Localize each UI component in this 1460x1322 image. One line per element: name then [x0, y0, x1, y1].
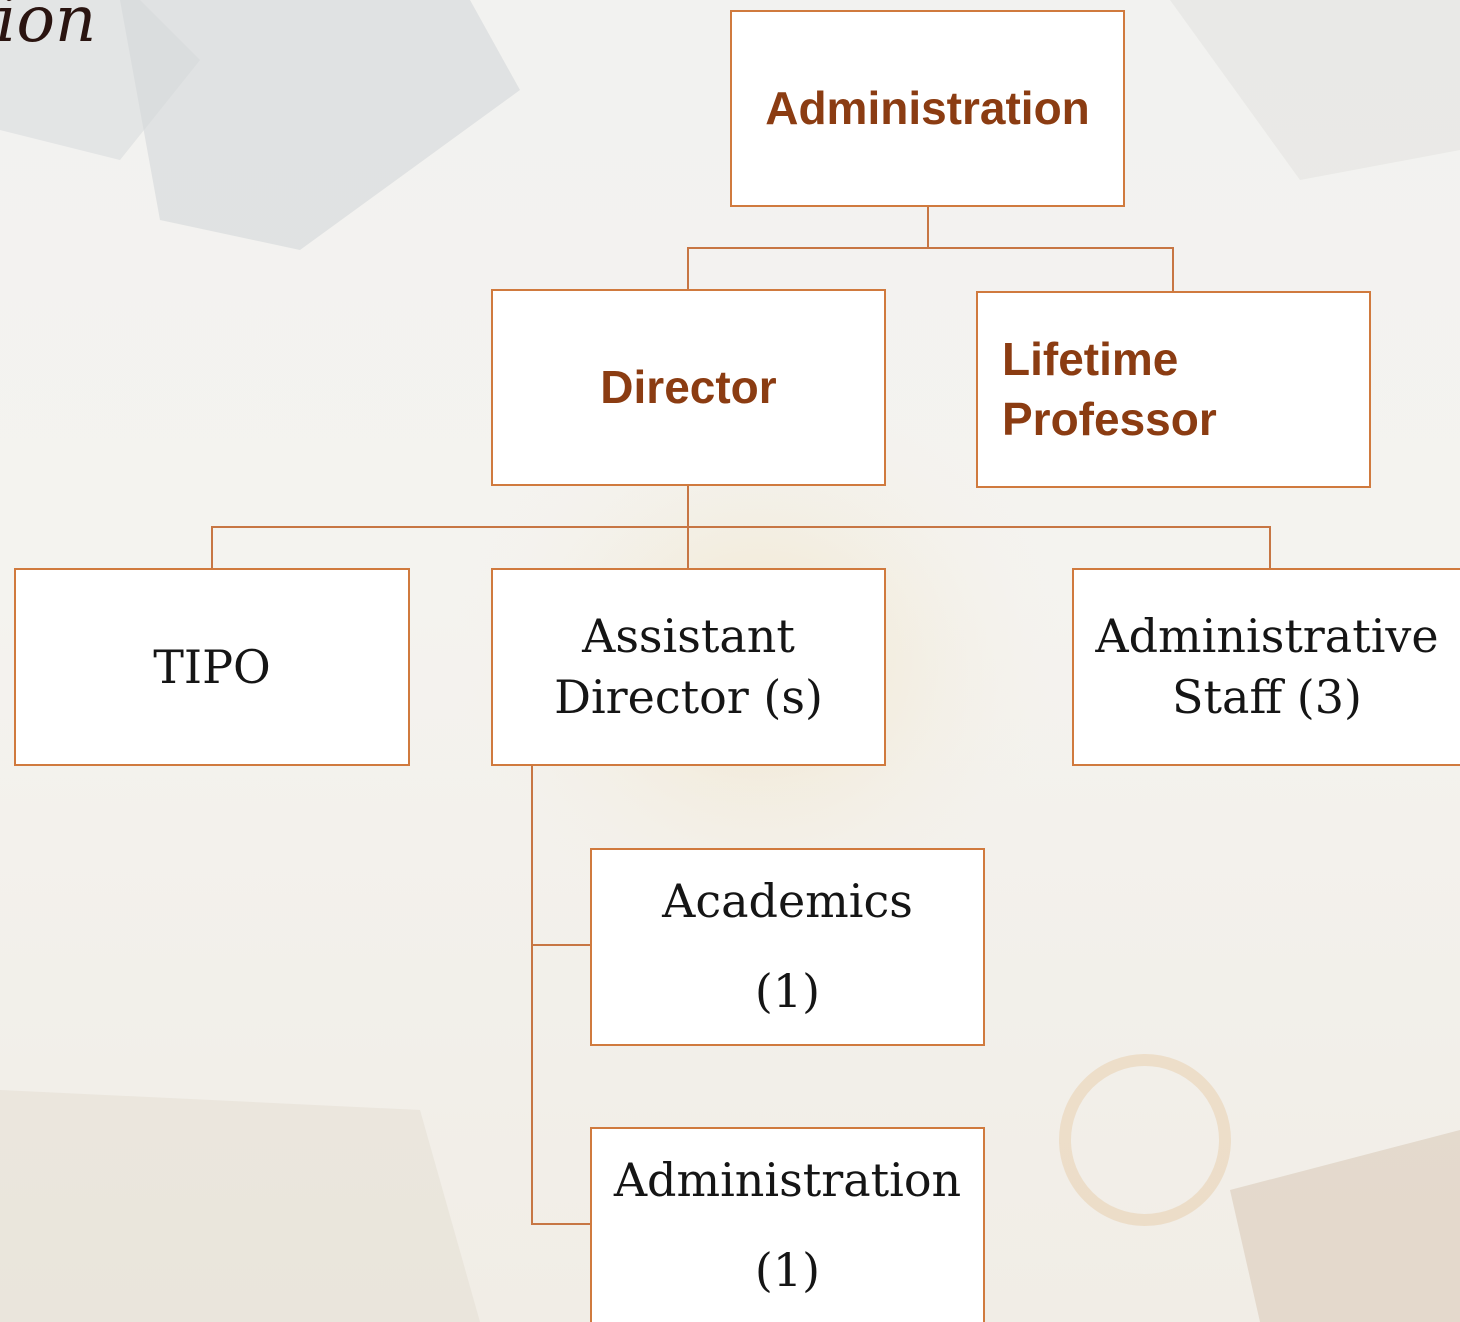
org-node-administration-sub: Administration (1) [590, 1127, 985, 1322]
org-node-administrative-staff: Administrative Staff (3) [1072, 568, 1460, 766]
org-node-lifetime-professor: Lifetime Professor [976, 291, 1371, 488]
slide-title: ion [0, 0, 97, 57]
connector-director-to-tipo [211, 485, 689, 569]
connector-assistant-to-administration [531, 945, 590, 1225]
org-node-lifetime-professor-label: Lifetime Professor [1002, 332, 1217, 445]
org-node-director-label: Director [600, 360, 777, 413]
connector-director-to-administrative-staff [688, 526, 1271, 569]
org-node-assistant-director: Assistant Director (s) [491, 568, 886, 766]
org-node-academics-label: Academics (1) [662, 874, 913, 1018]
org-node-administrative-staff-label: Administrative Staff (3) [1095, 609, 1439, 724]
org-node-administration: Administration [730, 10, 1125, 207]
connector-root-to-director [687, 206, 929, 290]
connector-root-to-lifetime-professor [928, 247, 1174, 292]
org-node-administration-sub-label: Administration (1) [613, 1152, 962, 1297]
org-node-director: Director [491, 289, 886, 486]
org-node-academics: Academics (1) [590, 848, 985, 1046]
connector-assistant-to-academics [531, 765, 590, 946]
org-node-administration-label: Administration [765, 81, 1090, 134]
org-node-tipo: TIPO [14, 568, 410, 766]
org-node-assistant-director-label: Assistant Director (s) [554, 609, 823, 724]
org-node-tipo-label: TIPO [153, 639, 271, 694]
